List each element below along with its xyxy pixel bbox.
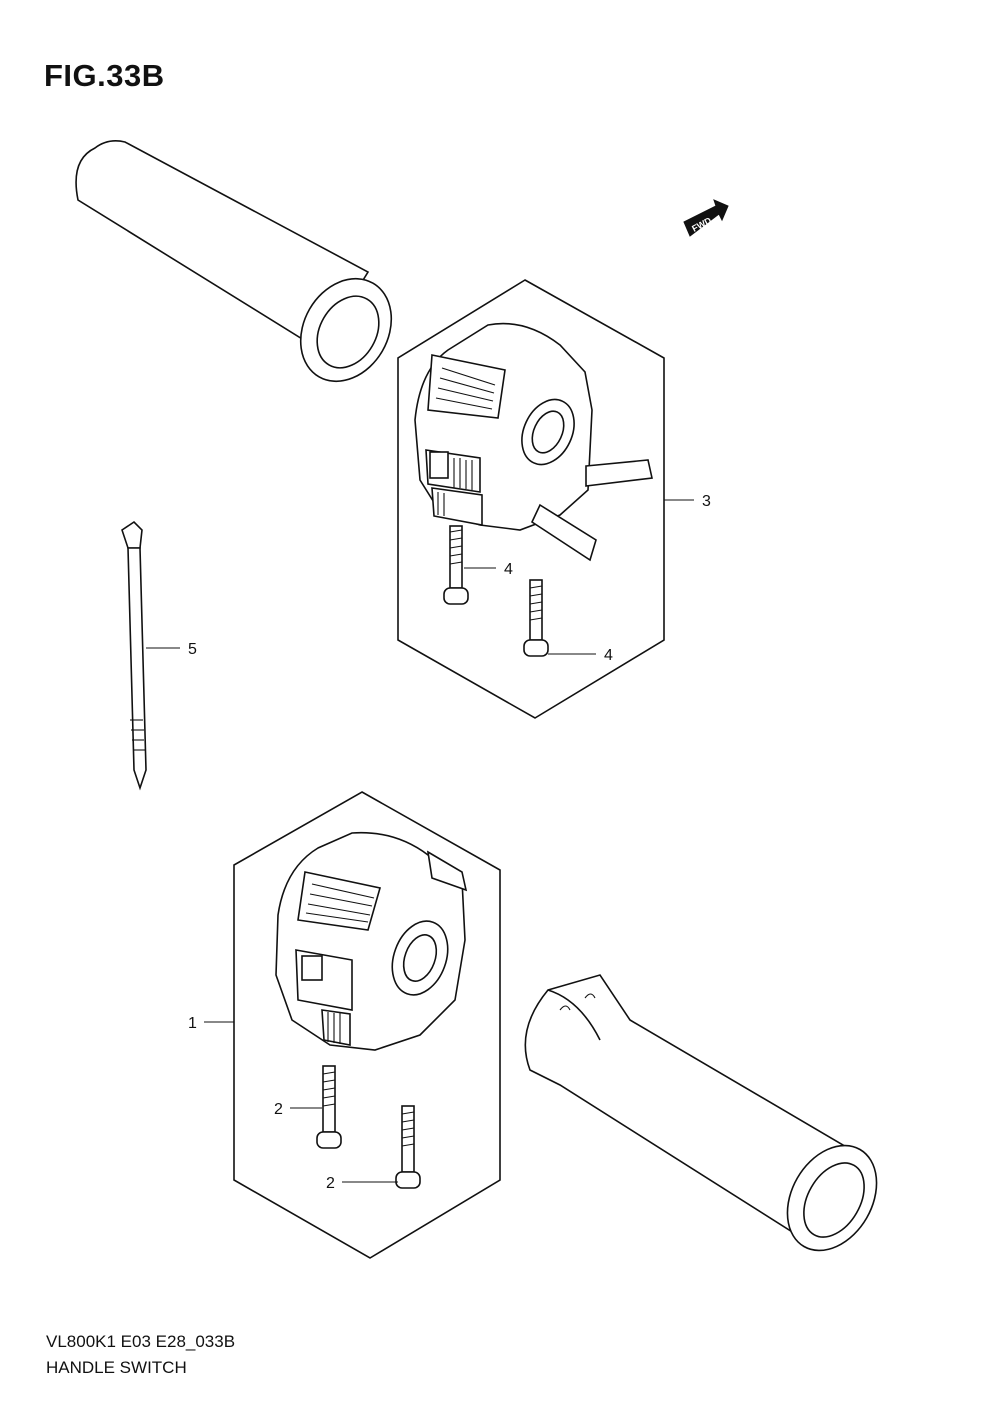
group-outline-lower	[233, 791, 501, 1259]
left-grip-drawing	[75, 140, 393, 383]
cable-tie-drawing	[121, 520, 147, 791]
figure-code: VL800K1 E03 E28_033B	[46, 1332, 236, 1351]
callout-5: 5	[188, 641, 197, 658]
figure-title: FIG.33B	[44, 58, 165, 93]
right-switch-housing-drawing	[275, 831, 468, 1051]
callout-2b: 2	[326, 1175, 335, 1192]
fwd-arrow-icon: FWD	[683, 199, 729, 237]
figure-name: HANDLE SWITCH	[46, 1358, 187, 1377]
callout-4a: 4	[504, 561, 513, 578]
throttle-grip-drawing	[524, 974, 878, 1252]
callout-2a: 2	[274, 1101, 283, 1118]
callout-leaders	[146, 499, 694, 1183]
callout-3: 3	[702, 493, 711, 510]
callout-1: 1	[188, 1015, 197, 1032]
screw-2a-drawing	[316, 1065, 342, 1149]
group-outline-upper	[397, 279, 665, 719]
screw-4b-drawing	[523, 579, 549, 657]
screw-4a-drawing	[443, 525, 469, 605]
callout-4b: 4	[604, 647, 613, 664]
left-switch-housing-drawing	[414, 322, 653, 562]
screw-2b-drawing	[395, 1105, 421, 1189]
